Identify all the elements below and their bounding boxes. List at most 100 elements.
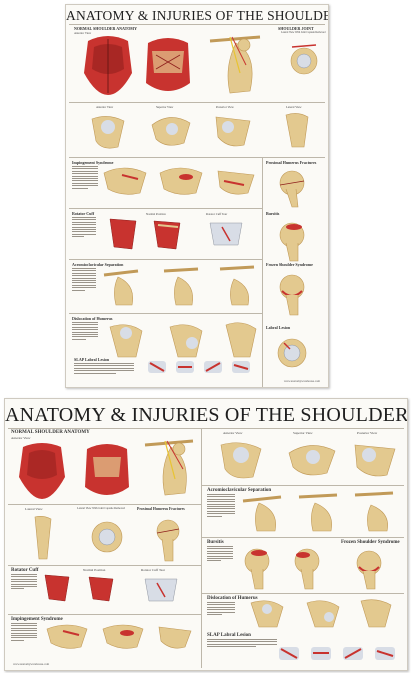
- label-normal-position: Normal Position: [83, 568, 106, 572]
- label-normal-position: Normal Position: [146, 212, 166, 216]
- website-footer: www.anatomywarehouse.com: [283, 379, 320, 383]
- section-normal-anatomy: NORMAL SHOULDER ANATOMY: [74, 26, 137, 31]
- section-impingement: Impingement Syndrome: [11, 617, 63, 622]
- bursitis-figure: [244, 548, 270, 590]
- joint-figure: [151, 117, 191, 146]
- section-proximal-fractures: Proximal Humerus Fractures: [137, 507, 185, 511]
- view-label: Posterior View: [357, 431, 378, 435]
- section-acromioclavicular: Acromioclavicular Separation: [207, 488, 272, 493]
- section-proximal-fractures: Proximal Humerus Fractures: [266, 160, 317, 165]
- rotator-cuff-figure: [109, 218, 137, 250]
- section-bursitis: Bursitis: [207, 540, 224, 545]
- frozen-shoulder-figure: [279, 274, 305, 316]
- bursitis-figure: [294, 548, 320, 590]
- slap-lesion-figures: [148, 361, 250, 373]
- labral-lesion-figure: [277, 338, 307, 368]
- frozen-shoulder-figure: [356, 550, 382, 590]
- divider: [69, 313, 262, 314]
- poster-top: ANATOMY & INJURIES OF THE SHOULDER NORMA…: [65, 4, 329, 388]
- website-footer: www.anatomywarehouse.com: [13, 662, 50, 666]
- column-divider: [262, 157, 263, 387]
- skeleton-figure-anterior: [209, 35, 261, 94]
- description-text: [72, 166, 98, 190]
- poster-title: ANATOMY & INJURIES OF THE SHOULDER: [5, 404, 408, 426]
- muscle-figure-posterior: [85, 444, 129, 495]
- divider: [69, 208, 262, 209]
- view-label: Anterior View: [96, 105, 114, 109]
- divider: [202, 593, 404, 594]
- dislocation-figure: [169, 324, 203, 358]
- rotator-cuff-figure: [88, 576, 114, 602]
- rotator-cuff-figure: [153, 220, 181, 250]
- section-labral-lesion: Labral Lesion: [266, 325, 291, 330]
- shoulder-joint-figure: [290, 44, 318, 75]
- ac-separation-figure: [354, 491, 394, 532]
- muscle-figure-anterior: [19, 443, 65, 499]
- impingement-figure: [46, 624, 88, 649]
- view-label: Lateral View: [286, 105, 302, 109]
- impingement-figure: [158, 626, 192, 649]
- section-rotator-cuff: Rotator Cuff: [11, 568, 39, 573]
- joint-figure: [285, 113, 309, 148]
- ac-separation-figure: [103, 269, 139, 306]
- rotator-tear-figure: [144, 578, 178, 602]
- impingement-figure: [217, 170, 255, 195]
- section-bursitis: Bursitis: [266, 211, 280, 216]
- description-text: [11, 574, 37, 591]
- dislocation-figure: [306, 600, 340, 628]
- rotator-tear-figure: [209, 222, 243, 246]
- description-text: [72, 322, 98, 341]
- view-label: Lateral View With Joint Capsule Removed: [77, 507, 125, 510]
- impingement-figure: [102, 624, 144, 649]
- bursitis-figure: [279, 222, 305, 262]
- description-text: [207, 639, 277, 649]
- description-text: [207, 602, 235, 616]
- divider: [69, 259, 262, 260]
- divider: [8, 614, 201, 615]
- divider: [69, 24, 325, 25]
- section-normal-anatomy: NORMAL SHOULDER ANATOMY: [11, 430, 90, 435]
- label-rotator-tear: Rotator Cuff Tear: [141, 568, 165, 572]
- joint-figure: [91, 116, 125, 149]
- ac-separation-figure: [219, 265, 255, 306]
- impingement-figure: [159, 167, 203, 195]
- poster-title: ANATOMY & INJURIES OF THE SHOULDER: [66, 8, 329, 23]
- section-shoulder-joint: SHOULDER JOINT: [278, 26, 314, 31]
- view-label: Anterior View: [223, 431, 243, 435]
- description-text: [72, 268, 96, 292]
- section-frozen-shoulder: Frozen Shoulder Syndrome: [266, 262, 313, 267]
- section-dislocation: Dislocation of Humerus: [207, 596, 258, 601]
- divider: [69, 157, 325, 158]
- view-label: Superior View: [293, 431, 313, 435]
- shoulder-joint-figure: [91, 521, 123, 553]
- view-label: Lateral View With Joint Capsule Removed: [281, 31, 326, 34]
- rotator-cuff-figure: [44, 574, 70, 602]
- section-frozen-shoulder: Frozen Shoulder Syndrome: [341, 540, 400, 545]
- ac-separation-figure: [298, 493, 338, 532]
- skeleton-figure-anterior: [144, 439, 194, 496]
- muscle-figure-posterior: [146, 38, 190, 91]
- description-text: [72, 217, 96, 239]
- section-slap-lesion: SLAP Labral Lesion: [74, 357, 110, 362]
- description-text: [207, 546, 233, 563]
- divider: [69, 102, 325, 103]
- fracture-figure: [279, 170, 305, 208]
- section-acromioclavicular: Acromioclavicular Separation: [72, 262, 124, 267]
- divider: [202, 485, 404, 486]
- dislocation-figure: [109, 324, 143, 358]
- section-impingement: Impingement Syndrome: [72, 160, 114, 165]
- impingement-figure: [103, 167, 147, 195]
- description-text: [74, 363, 134, 375]
- section-slap-lesion: SLAP Labral Lesion: [207, 633, 251, 638]
- divider: [8, 428, 404, 429]
- divider: [8, 565, 201, 566]
- muscle-figure-anterior: [84, 36, 132, 95]
- section-dislocation: Dislocation of Humerus: [72, 316, 113, 321]
- joint-figure: [220, 442, 262, 479]
- description-text: [11, 623, 37, 642]
- joint-figure: [288, 445, 336, 476]
- poster-bottom: ANATOMY & INJURIES OF THE SHOULDER NORMA…: [4, 398, 408, 671]
- joint-figure: [34, 516, 52, 560]
- view-label: Posterior View: [216, 105, 234, 109]
- dislocation-figure: [225, 322, 257, 358]
